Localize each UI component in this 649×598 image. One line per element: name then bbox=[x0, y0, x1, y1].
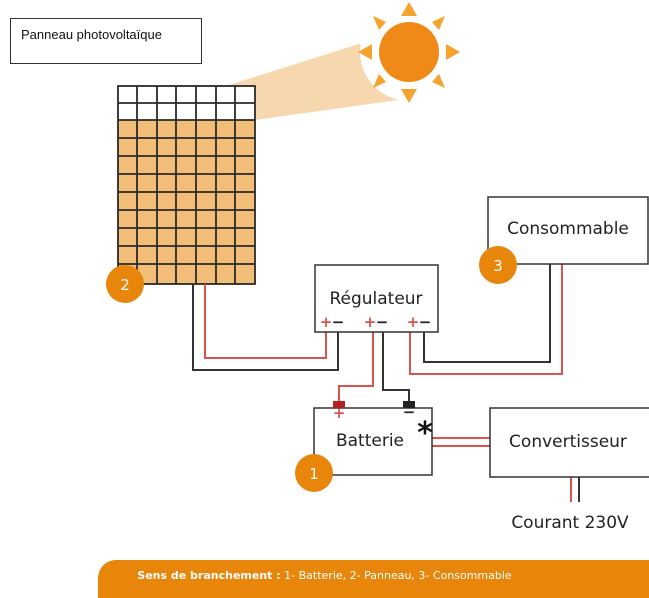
batterie-box bbox=[313, 407, 433, 476]
battery-terminal-plus bbox=[333, 401, 345, 408]
reg-plus-1: + bbox=[320, 313, 333, 331]
svg-text:3: 3 bbox=[493, 257, 503, 275]
panel-label: Panneau photovoltaïque bbox=[10, 18, 202, 64]
asterisk-mark: * bbox=[417, 416, 433, 451]
svg-text:1: 1 bbox=[309, 465, 319, 483]
battery-plus-sign: + bbox=[333, 404, 346, 422]
reg-plus-2: + bbox=[364, 313, 377, 331]
svg-text:2: 2 bbox=[120, 276, 130, 294]
badge-batterie: 1 bbox=[295, 454, 333, 492]
battery-terminal-minus bbox=[403, 401, 415, 408]
badge-consommable: 3 bbox=[479, 246, 517, 284]
wire-battery-red bbox=[338, 332, 374, 404]
instruction-prefix: Sens de branchement : bbox=[137, 569, 281, 582]
badge-panneau: 2 bbox=[106, 265, 144, 303]
reg-minus-1: − bbox=[332, 313, 345, 331]
wire-load-red bbox=[409, 264, 563, 375]
reg-plus-3: + bbox=[407, 313, 420, 331]
wire-panel-red bbox=[204, 284, 327, 359]
courant-label: Courant 230V bbox=[511, 513, 629, 533]
instruction-text: Sens de branchement : 1- Batterie, 2- Pa… bbox=[0, 569, 649, 582]
convertisseur-label: Convertisseur bbox=[509, 432, 627, 452]
reg-minus-2: − bbox=[376, 313, 389, 331]
consommable-box bbox=[487, 196, 649, 265]
instruction-banner bbox=[98, 560, 649, 598]
wire-load-dark bbox=[423, 264, 551, 363]
instruction-body: 1- Batterie, 2- Panneau, 3- Consommable bbox=[280, 569, 512, 582]
solar-panel bbox=[117, 85, 256, 285]
wire-panel-dark bbox=[192, 284, 339, 371]
regulateur-box bbox=[314, 264, 439, 333]
sun-icon bbox=[358, 2, 460, 103]
consommable-label: Consommable bbox=[507, 219, 629, 239]
wire-battery-dark bbox=[382, 332, 410, 404]
batterie-label: Batterie bbox=[336, 431, 404, 451]
regulateur-label: Régulateur bbox=[329, 289, 422, 309]
reg-minus-3: − bbox=[419, 313, 432, 331]
convertisseur-box bbox=[489, 407, 649, 478]
battery-minus-sign: − bbox=[403, 403, 416, 421]
